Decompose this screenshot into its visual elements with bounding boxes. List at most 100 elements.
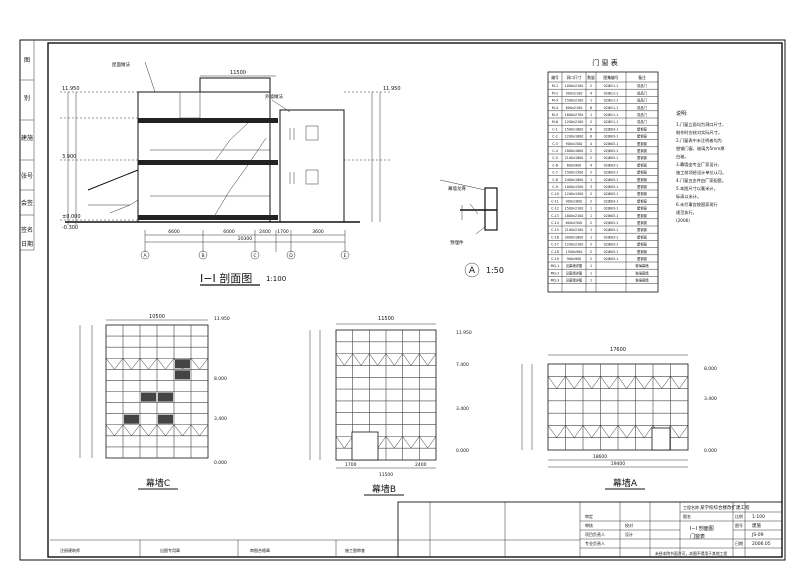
cwa-bdim-1: 18600 [593, 454, 607, 460]
table-cell: 1500x1800 [565, 127, 584, 131]
table-cell: 塑钢窗 [637, 162, 648, 167]
tb-row-2: 项目负责人 [585, 531, 605, 537]
cwa-bdim-2: 19400 [611, 461, 625, 467]
cwc-level-1: 11.950 [214, 316, 230, 322]
table-cell: C-8 [552, 178, 558, 182]
section-level-neg: -0.300 [62, 225, 78, 231]
detail-a: 幕墙龙骨 预埋件 A 1:50 [439, 179, 504, 278]
table-cell: 成品门 [637, 83, 647, 88]
table-cell: 02J603-1 [604, 250, 619, 254]
note-line: 2.门窗表中未注明者均为 [676, 137, 722, 144]
cwa-title: 幕墙A [613, 477, 638, 489]
table-cell: C-4 [552, 149, 558, 153]
table-cell: C-13 [551, 214, 559, 218]
table-cell: 2 [590, 257, 592, 261]
cwb-bdim-3: 2400 [415, 462, 427, 468]
table-cell: 02J603-1 [604, 214, 619, 218]
table-cell: 塑钢窗 [637, 148, 648, 153]
table-cell: 塑钢窗 [637, 134, 648, 139]
table-header-cell: 编号 [551, 75, 559, 80]
table-cell: 塑钢窗 [637, 184, 648, 189]
table-cell: 02J611-1 [604, 106, 619, 110]
tb-row-4: 校对 [625, 522, 633, 528]
cwa-level-1: 8.000 [704, 366, 717, 372]
stamp-3: 审图合格章 [250, 547, 270, 553]
table-cell: 塑钢窗 [637, 256, 648, 261]
note-line: 标高以米计。 [676, 193, 701, 200]
table-cell: 1200x1800 [565, 135, 584, 139]
notes-title: 说明: [676, 110, 688, 117]
cwb-level-2: 7.400 [456, 362, 469, 368]
table-cell: C-7 [552, 171, 558, 175]
table-cell: C-14 [551, 221, 559, 225]
table-cell: 塑钢窗 [637, 242, 648, 247]
table-cell: C-6 [552, 163, 558, 167]
table-cell: M-5 [552, 113, 558, 117]
table-cell: 1 [590, 178, 592, 182]
tb-drawing-label: 图名 [683, 513, 691, 519]
table-cell: 2 [590, 149, 592, 153]
strip-text-2: 别 [24, 94, 30, 102]
table-cell: 塑钢窗 [637, 155, 648, 160]
strip-text-3: 建施 [21, 134, 33, 142]
table-cell: 600x1500 [566, 221, 583, 225]
table-cell: 02J603-1 [604, 185, 619, 189]
cwb-bdim-2: 11500 [379, 472, 393, 478]
table-cell: 02J603-1 [604, 163, 619, 167]
cwb-level-1: 11.950 [456, 330, 472, 336]
table-cell: 02J611-1 [604, 99, 619, 103]
tb-scale-value: 1:100 [752, 514, 765, 520]
tb-project-label: 工程名称 [683, 504, 699, 510]
table-cell: 2 [590, 84, 592, 88]
table-cell: 02J603-1 [604, 243, 619, 247]
table-cell: 塑钢窗 [637, 141, 648, 146]
table-cell: 2 [590, 156, 592, 160]
axis-a: A [143, 253, 147, 259]
table-cell: 800x2100 [566, 106, 583, 110]
section-bdim-2: 6000 [223, 229, 235, 235]
table-cell: M-2 [552, 91, 558, 95]
detail-note-1: 幕墙龙骨 [448, 185, 466, 192]
cwa-level-3: 0.000 [704, 448, 717, 454]
section-callout-1: 屋面做法 [112, 61, 130, 68]
detail-scale: 1:50 [486, 266, 504, 275]
table-cell: 900x1500 [566, 142, 583, 146]
section-bdim-total: 20300 [238, 236, 252, 242]
cwa-top-dim: 17600 [610, 347, 626, 353]
table-cell: MQ-3 [551, 279, 560, 283]
table-cell: 1 [590, 235, 592, 239]
table-cell: 900x900 [567, 257, 582, 261]
table-cell: 2 [590, 171, 592, 175]
table-cell: C-12 [551, 207, 559, 211]
curtain-wall-c: 10500 11.950 8.000 3.400 0.000 幕墙C [79, 314, 230, 490]
table-cell: 2 [590, 199, 592, 203]
cwc-level-4: 0.000 [214, 460, 227, 466]
strip-text-1: 图 [24, 57, 30, 64]
section-level-right: 11.950 [383, 86, 401, 92]
table-cell: 4 [590, 91, 592, 95]
tb-project-name: 某学校综合楼改扩建工程 [700, 504, 750, 511]
table-cell: 1 [590, 207, 592, 211]
note-line: 3.幕墙由专业厂家设计， [676, 161, 722, 168]
table-cell: 2100x2100 [565, 228, 584, 232]
table-cell: 1200x1500 [565, 192, 584, 196]
tb-code-value: JS-09 [751, 532, 764, 538]
section-bdim-5: 3600 [312, 229, 324, 235]
table-cell: 02J603-1 [604, 142, 619, 146]
section-callout-2: 外墙做法 [265, 93, 283, 100]
table-cell: 1800x2700 [565, 113, 584, 117]
detail-circle-label: A [469, 266, 476, 276]
table-cell: 3 [590, 185, 592, 189]
table-cell: MQ-1 [551, 264, 560, 268]
note-line: 4.门窗五金件由厂家配套。 [676, 177, 726, 184]
table-cell: 2 [590, 221, 592, 225]
table-cell: 02J603-1 [604, 149, 619, 153]
tb-bottom-note: 未经本院书面许可，本图不得用于其他工程 [655, 551, 727, 556]
table-cell: 3000x1800 [565, 235, 584, 239]
note-line: 施工前须经设计单位认可。 [676, 169, 726, 176]
notes-lines: 1.门窗立面均为洞口尺寸， 制作时应核对实际尺寸。2.门窗表中未注明者均为 塑钢… [676, 121, 726, 223]
table-cell: 02J611-1 [604, 120, 619, 124]
note-line: (2006) [676, 218, 690, 223]
table-cell: 塑钢窗 [637, 227, 648, 232]
